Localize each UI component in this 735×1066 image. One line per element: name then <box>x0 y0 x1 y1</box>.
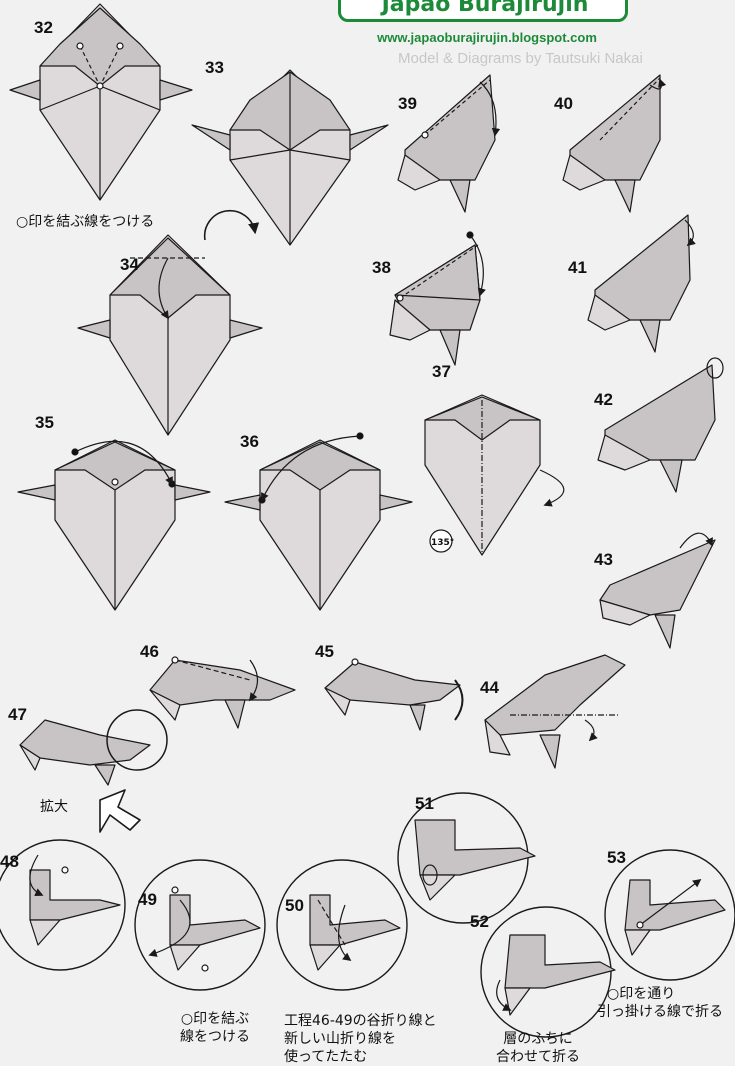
step-number-51: 51 <box>415 794 434 814</box>
step-36-drawing <box>225 433 412 610</box>
step-43-drawing <box>600 533 715 648</box>
step-number-39: 39 <box>398 94 417 114</box>
step-52-drawing <box>481 907 615 1037</box>
step-number-44: 44 <box>480 678 499 698</box>
step-50-drawing <box>277 860 407 990</box>
step-number-42: 42 <box>594 390 613 410</box>
step-49-caption-line1: ○印を結ぶ <box>160 1010 270 1028</box>
step-50-caption-line2: 新しい山折り線を <box>284 1030 437 1048</box>
step-38-drawing <box>390 232 483 365</box>
step-number-48: 48 <box>0 852 19 872</box>
step-number-43: 43 <box>594 550 613 570</box>
step-number-33: 33 <box>205 58 224 78</box>
step-number-32: 32 <box>34 18 53 38</box>
step-35-drawing <box>18 440 210 610</box>
step-53-drawing <box>605 850 735 980</box>
step-number-47: 47 <box>8 705 27 725</box>
step-49-caption: ○印を結ぶ 線をつける <box>160 1010 270 1046</box>
step-number-40: 40 <box>554 94 573 114</box>
step-49-caption-line2: 線をつける <box>160 1028 270 1046</box>
step-number-45: 45 <box>315 642 334 662</box>
step-53-caption-line2: 引っ掛ける線で折る <box>597 1003 723 1021</box>
step-32-caption: ○印を結ぶ線をつける <box>16 213 154 231</box>
step-44-drawing <box>485 655 625 768</box>
step-number-36: 36 <box>240 432 259 452</box>
step-46-drawing <box>150 657 295 728</box>
step-33-drawing <box>192 70 388 245</box>
step-52-caption-line2: 合わせて折る <box>478 1048 598 1066</box>
step-number-53: 53 <box>607 848 626 868</box>
step-number-38: 38 <box>372 258 391 278</box>
step-37-drawing <box>425 395 564 555</box>
step-number-41: 41 <box>568 258 587 278</box>
step-number-49: 49 <box>138 890 157 910</box>
step-41-drawing <box>588 215 693 352</box>
step-34-drawing <box>78 235 262 435</box>
step-50-caption: 工程46-49の谷折り線と 新しい山折り線を 使ってたたむ <box>284 1012 437 1066</box>
step-53-caption-line1: ○印を通り <box>607 985 723 1003</box>
step-40-drawing <box>563 75 661 212</box>
step-50-caption-line1: 工程46-49の谷折り線と <box>284 1012 437 1030</box>
step-number-50: 50 <box>285 896 304 916</box>
step-number-46: 46 <box>140 642 159 662</box>
step-47-zoom-caption: 拡大 <box>40 798 68 816</box>
step-45-drawing <box>325 659 463 730</box>
step-52-caption: 層のふちに 合わせて折る <box>478 1030 598 1066</box>
step-42-drawing <box>598 358 723 492</box>
step-number-35: 35 <box>35 413 54 433</box>
step-52-caption-line1: 層のふちに <box>478 1030 598 1048</box>
step-number-34: 34 <box>120 255 139 275</box>
step-number-52: 52 <box>470 912 489 932</box>
step-50-caption-line3: 使ってたたむ <box>284 1048 437 1066</box>
step-47-drawing <box>20 710 167 785</box>
rotation-label: 135° <box>431 534 454 552</box>
step-53-caption: ○印を通り 引っ掛ける線で折る <box>607 985 723 1021</box>
step-number-37: 37 <box>432 362 451 382</box>
step-49-drawing <box>135 860 265 990</box>
